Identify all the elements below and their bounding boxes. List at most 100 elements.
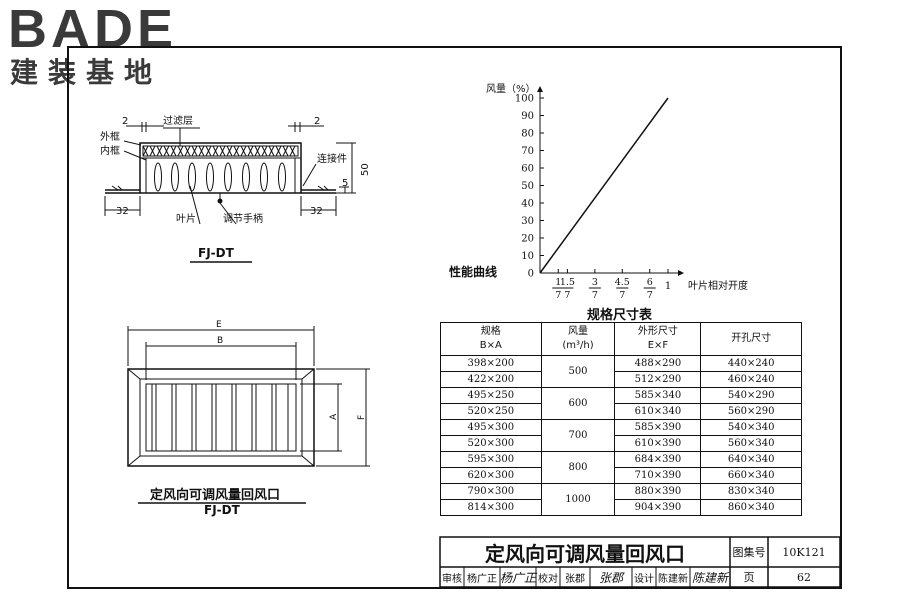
page-number: 62: [797, 570, 811, 584]
reviewer-signature: 杨广正: [500, 570, 537, 585]
spec-cell: 595×300: [440, 451, 542, 468]
dim-label-A: A: [329, 413, 339, 420]
x-tick-denominator: 7: [564, 290, 570, 301]
dim-32-right: 32: [310, 206, 323, 217]
x-axis-arrow: [678, 270, 684, 276]
series-line: [539, 97, 669, 274]
check-label: 校对: [538, 573, 558, 585]
y-tick-label: 60: [521, 164, 534, 175]
design-label: 设计: [634, 573, 654, 585]
y-axis-arrow: [537, 86, 543, 92]
outer-size-cell: 880×390: [614, 483, 702, 500]
spec-cell: 520×250: [440, 403, 542, 420]
outer-size-cell: 610×340: [614, 403, 702, 420]
outer-size-cell: 585×390: [614, 419, 702, 436]
airflow-cell: 600: [540, 387, 616, 420]
y-axis-label: 风量（%）: [486, 83, 536, 95]
section-view-labels: 过滤层 外框 内框 连接件 叶片 调节手柄 2 2 32 32 5 50 FJ-…: [100, 114, 371, 260]
opening-size-cell: 540×290: [700, 387, 802, 404]
spec-table-title: 规格尺寸表: [587, 308, 653, 323]
reviewer-name: 杨广正: [467, 573, 497, 585]
designer-name: 陈建新: [658, 573, 688, 585]
y-tick-label: 40: [521, 199, 534, 210]
sheet-border: [67, 46, 842, 589]
airflow-cell: 500: [540, 355, 616, 388]
label-connector: 连接件: [317, 152, 347, 165]
outer-size-cell: 710×390: [614, 467, 702, 484]
x-tick-denominator: 7: [647, 290, 653, 301]
outer-size-cell: 512×290: [614, 371, 702, 388]
opening-size-cell: 560×340: [700, 435, 802, 452]
label-blade: 叶片: [176, 212, 196, 225]
dim-2-left: 2: [122, 116, 128, 127]
dim-label-E: E: [216, 320, 222, 330]
spec-cell: 495×250: [440, 387, 542, 404]
checker-signature: 张郡: [598, 570, 623, 585]
y-tick-label: 80: [521, 129, 534, 140]
label-inner-frame: 内框: [100, 144, 120, 157]
outer-size-cell: 904×390: [614, 499, 702, 516]
opening-size-cell: 440×240: [700, 355, 802, 372]
opening-size-cell: 860×340: [700, 499, 802, 516]
page-label: 页: [743, 571, 755, 584]
x-tick-numerator: 4.5: [615, 277, 630, 288]
dim-32-left: 32: [116, 206, 129, 217]
designer-signature: 陈建新: [691, 570, 728, 585]
y-tick-label: 20: [521, 234, 534, 245]
spec-cell: 520×300: [440, 435, 542, 452]
front-view: [127, 326, 370, 467]
section-view-title: FJ-DT: [198, 246, 235, 260]
front-view-subtitle: FJ-DT: [204, 503, 241, 517]
x-tick-numerator: 6: [647, 277, 653, 288]
y-tick-label: 70: [521, 146, 534, 157]
opening-size-cell: 830×340: [700, 483, 802, 500]
dim-2-right: 2: [314, 116, 320, 127]
x-tick-denominator: 7: [555, 290, 561, 301]
x-tick-numerator: 1.5: [560, 277, 575, 288]
outer-size-cell: 610×390: [614, 435, 702, 452]
x-tick-numerator: 1: [555, 277, 561, 288]
y-tick-label: 30: [521, 216, 534, 227]
spec-cell: 790×300: [440, 483, 542, 500]
checker-name: 张郡: [565, 573, 585, 585]
spec-cell: 495×300: [440, 419, 542, 436]
airflow-cell: 1000: [540, 483, 616, 516]
y-tick-label: 100: [515, 94, 534, 105]
front-outer-frame: [127, 368, 315, 467]
front-view-title: 定风向可调风量回风口: [149, 487, 280, 503]
front-blades: [151, 384, 289, 451]
spec-cell: 422×200: [440, 371, 542, 388]
label-outer-frame: 外框: [100, 130, 120, 143]
drawing-title: 定风向可调风量回风口: [485, 541, 685, 566]
table-header-cell: 风量(m³/h): [540, 322, 616, 356]
y-tick-label: 0: [528, 269, 534, 280]
label-handle: 调节手柄: [223, 212, 263, 225]
x-tick-label: 1: [665, 281, 671, 292]
spec-cell: 814×300: [440, 499, 542, 516]
opening-size-cell: 660×340: [700, 467, 802, 484]
y-tick-label: 90: [521, 111, 534, 122]
y-tick-label: 10: [521, 251, 534, 262]
spec-cell: 398×200: [440, 355, 542, 372]
section-view: [104, 122, 356, 225]
opening-size-cell: 460×240: [700, 371, 802, 388]
airflow-cell: 800: [540, 451, 616, 484]
opening-size-cell: 560×290: [700, 403, 802, 420]
dim-label-B: B: [217, 336, 223, 346]
y-tick-label: 50: [521, 181, 534, 192]
